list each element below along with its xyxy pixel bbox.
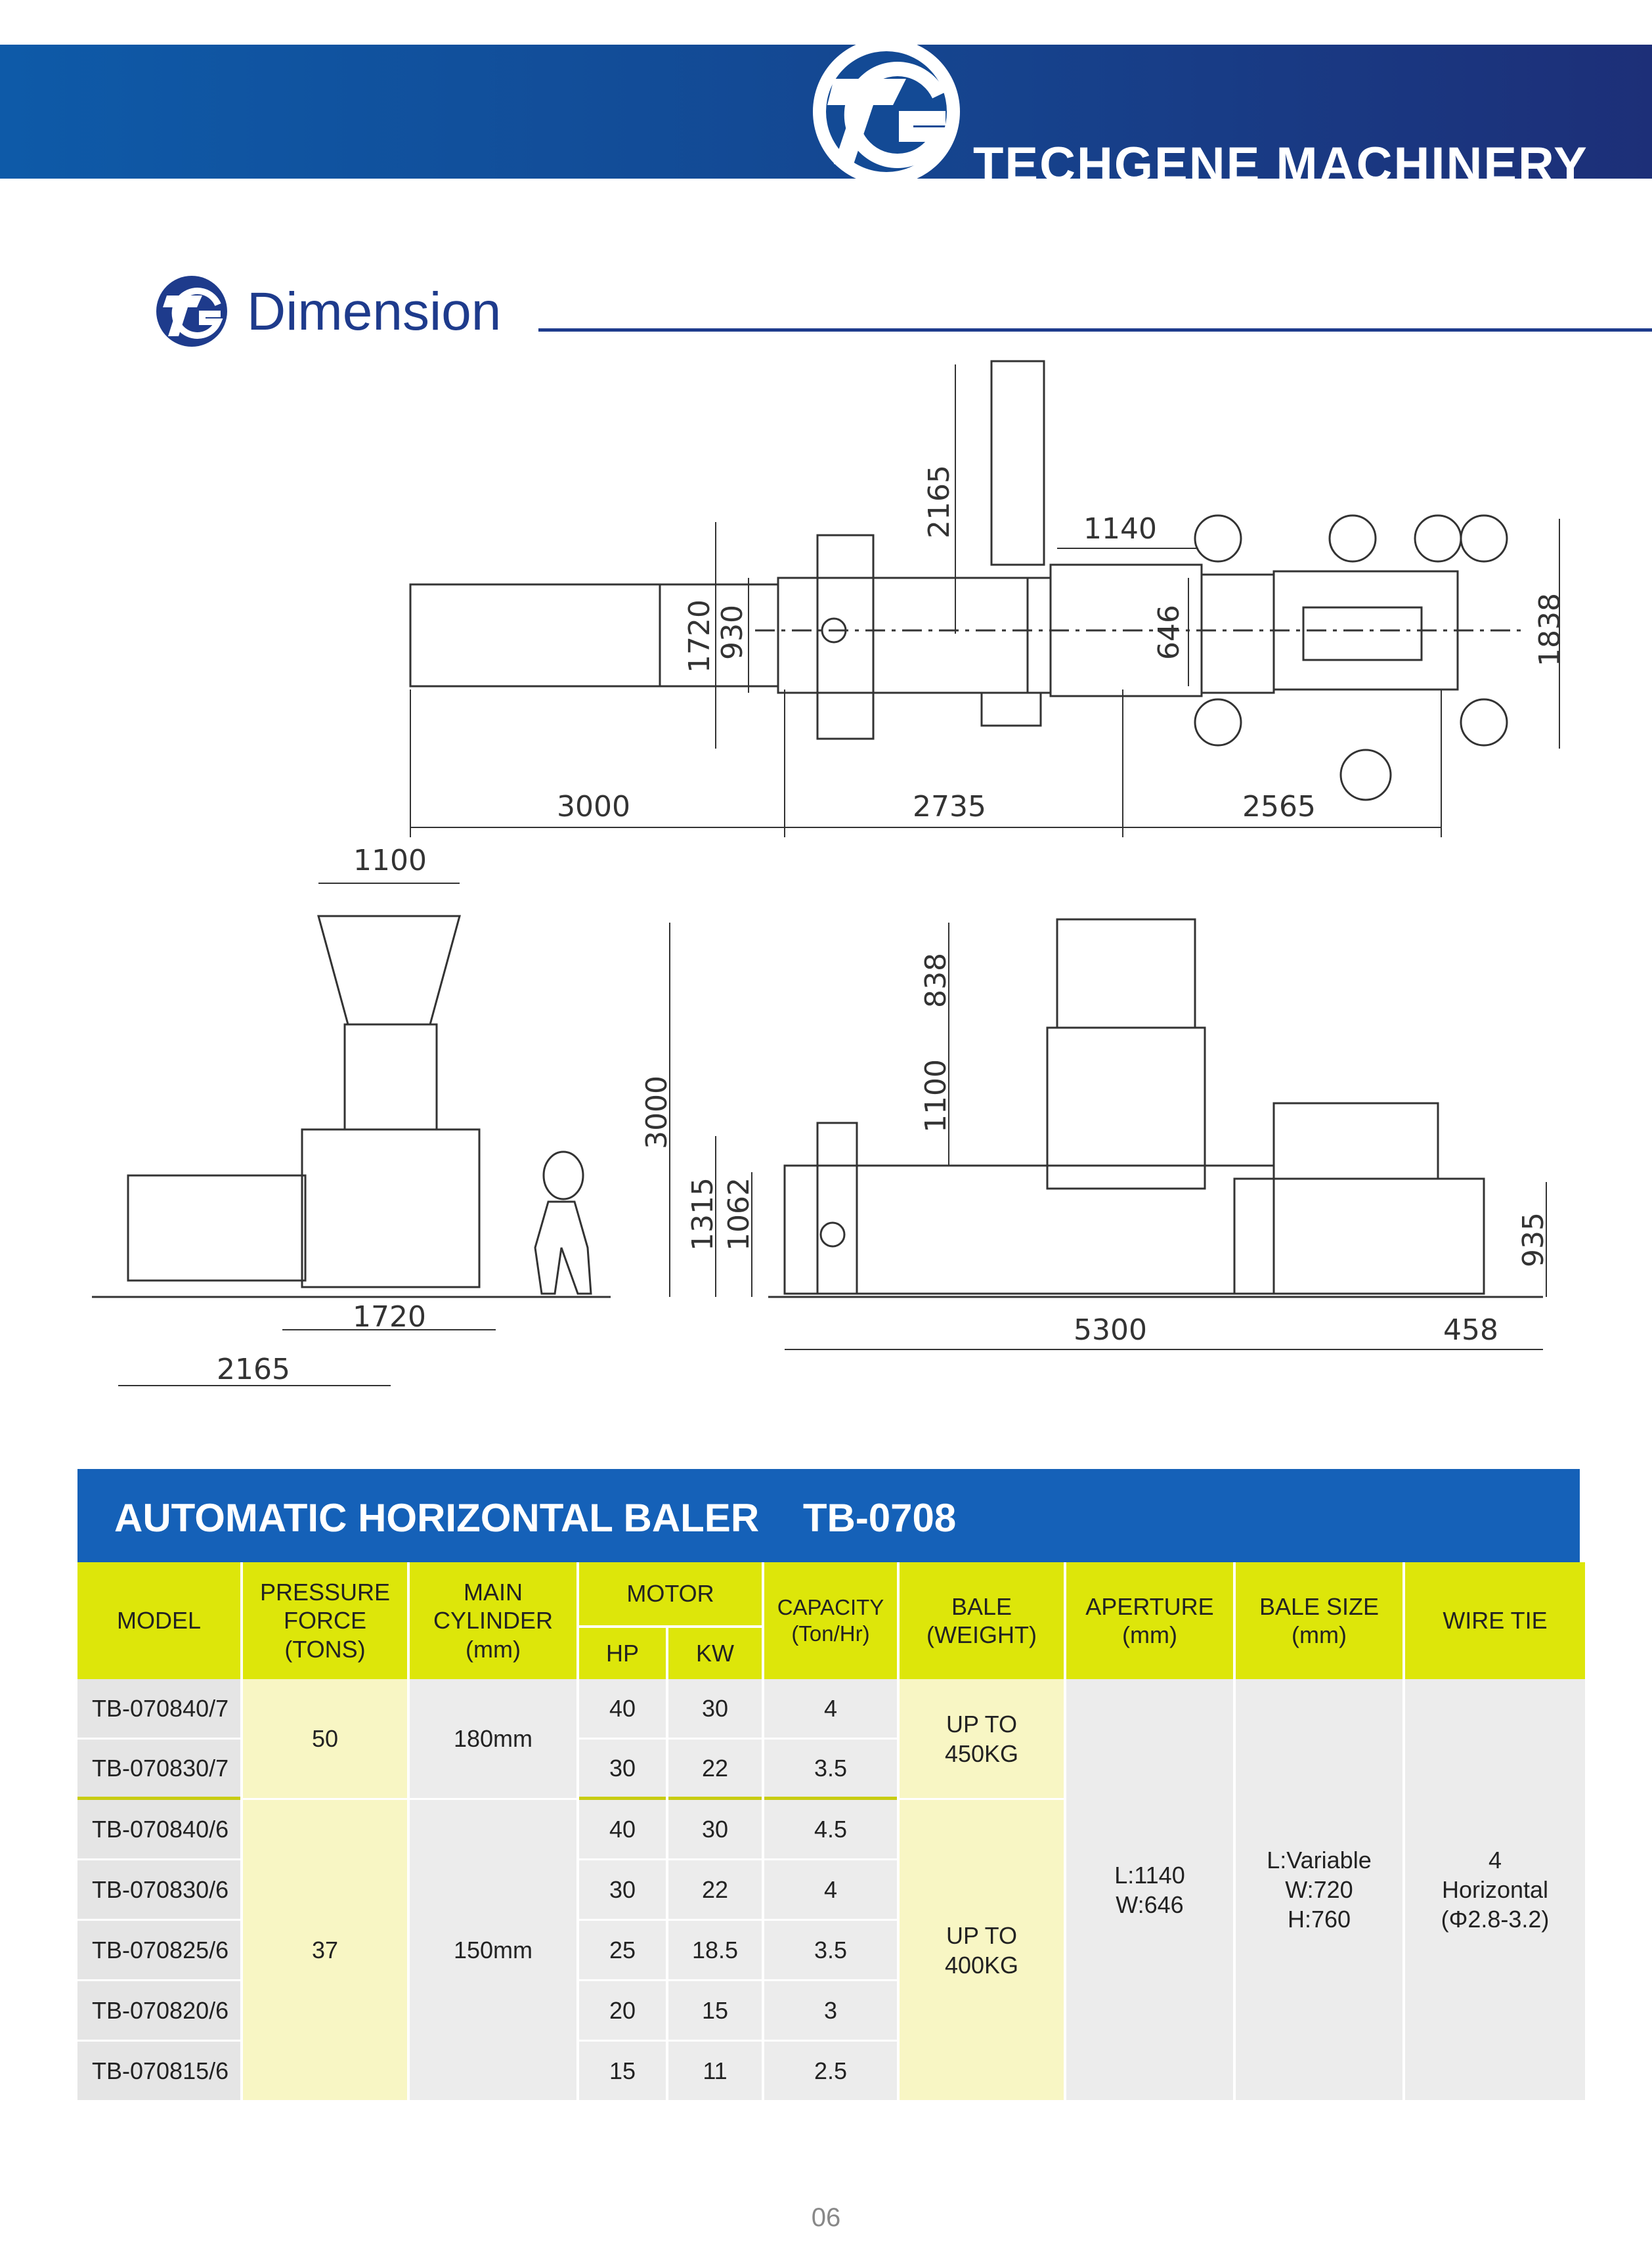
model-cell: TB-070830/7: [77, 1740, 240, 1800]
hp-cell: 30: [579, 1860, 666, 1921]
front-view: [768, 918, 1543, 1298]
header-banner: TECHGENE MACHINERY: [0, 45, 1652, 193]
header-capacity: CAPACITY (Ton/Hr): [764, 1562, 897, 1679]
dim-top-930: 930: [716, 605, 749, 660]
kw-cell: 18.5: [668, 1921, 762, 1981]
section-logo-icon: [156, 276, 227, 347]
model-code: TB-0708: [802, 1496, 957, 1540]
kw-cell: 30: [668, 1800, 762, 1860]
dim-front-458: 458: [1443, 1313, 1498, 1347]
kw-cell: 22: [668, 1860, 762, 1921]
header-bale: BALE (WEIGHT): [900, 1562, 1064, 1679]
hp-cell: 25: [579, 1921, 666, 1981]
kw-cell: 30: [668, 1679, 762, 1740]
brand-logo-icon: [813, 38, 960, 185]
dim-top-2565: 2565: [1242, 790, 1316, 823]
dim-top-2735: 2735: [913, 790, 986, 823]
header-pressure: PRESSURE FORCE (TONS): [243, 1562, 407, 1679]
capacity-cell: 4.5: [764, 1800, 897, 1860]
top-view: [409, 360, 1523, 801]
model-cell: TB-070820/6: [77, 1981, 240, 2042]
dim-front-935: 935: [1517, 1212, 1550, 1267]
dim-top-646: 646: [1152, 605, 1186, 660]
header-cylinder: MAIN CYLINDER (mm): [410, 1562, 576, 1679]
hp-cell: 15: [579, 2042, 666, 2102]
dim-front-1100: 1100: [919, 1059, 953, 1133]
header-model: MODEL: [77, 1562, 240, 1679]
hp-cell: 40: [579, 1800, 666, 1860]
dim-front-1315: 1315: [686, 1177, 720, 1251]
dim-front-1062: 1062: [722, 1177, 756, 1251]
kw-cell: 22: [668, 1740, 762, 1800]
dim-top-1838: 1838: [1533, 593, 1567, 667]
dim-side-1720: 1720: [353, 1300, 426, 1334]
cylinder-cell: 150mm: [410, 1800, 576, 2102]
dim-top-2165: 2165: [923, 465, 956, 538]
pressure-cell: 37: [243, 1800, 407, 2102]
side-view: [92, 915, 611, 1298]
cylinder-cell: 180mm: [410, 1679, 576, 1800]
header-wire-tie: WIRE TIE: [1405, 1562, 1585, 1679]
dim-front-838: 838: [919, 953, 953, 1008]
capacity-cell: 3.5: [764, 1740, 897, 1800]
hp-cell: 30: [579, 1740, 666, 1800]
page-number: 06: [811, 2203, 841, 2232]
capacity-cell: 3: [764, 1981, 897, 2042]
dimension-drawing: 3000 2735 2565 1140 1720 930 2165 646 18…: [92, 360, 1567, 1386]
spec-title: AUTOMATIC HORIZONTAL BALER TB-0708: [114, 1496, 957, 1540]
model-cell: TB-070830/6: [77, 1860, 240, 1921]
section-title: Dimension: [247, 282, 502, 341]
bale-size-cell: L:Variable W:720 H:760: [1236, 1679, 1402, 2102]
brand-name: TECHGENE MACHINERY: [973, 137, 1588, 193]
section-divider: [538, 328, 1652, 332]
aperture-cell: L:1140 W:646: [1066, 1679, 1233, 2102]
dim-front-5300: 5300: [1074, 1313, 1147, 1347]
model-cell: TB-070825/6: [77, 1921, 240, 1981]
spec-table: MODEL PRESSURE FORCE (TONS) MAIN CYLINDE…: [75, 1562, 1588, 2102]
model-cell: TB-070815/6: [77, 2042, 240, 2102]
wire-tie-cell: 4 Horizontal (Φ2.8-3.2): [1405, 1679, 1585, 2102]
model-cell: TB-070840/7: [77, 1679, 240, 1740]
kw-cell: 15: [668, 1981, 762, 2042]
header-bale-size: BALE SIZE (mm): [1236, 1562, 1402, 1679]
model-cell: TB-070840/6: [77, 1800, 240, 1860]
kw-cell: 11: [668, 2042, 762, 2102]
hp-cell: 20: [579, 1981, 666, 2042]
bale-weight-cell: UP TO 450KG: [900, 1679, 1064, 1800]
spec-title-bar: AUTOMATIC HORIZONTAL BALER TB-0708: [77, 1469, 1580, 1562]
pressure-cell: 50: [243, 1679, 407, 1800]
capacity-cell: 2.5: [764, 2042, 897, 2102]
dim-front-3000: 3000: [640, 1076, 674, 1149]
capacity-cell: 4: [764, 1679, 897, 1740]
header-motor: MOTOR: [579, 1562, 762, 1628]
header-kw: KW: [668, 1628, 762, 1679]
capacity-cell: 4: [764, 1860, 897, 1921]
dim-top-1720: 1720: [683, 600, 716, 673]
dim-top-3000: 3000: [557, 790, 630, 823]
header-hp: HP: [579, 1628, 666, 1679]
dim-top-1140: 1140: [1083, 512, 1157, 546]
header-aperture: APERTURE (mm): [1066, 1562, 1233, 1679]
dim-side-1100: 1100: [353, 844, 427, 877]
hp-cell: 40: [579, 1679, 666, 1740]
dim-side-2165: 2165: [217, 1353, 290, 1386]
capacity-cell: 3.5: [764, 1921, 897, 1981]
bale-weight-cell: UP TO 400KG: [900, 1800, 1064, 2102]
